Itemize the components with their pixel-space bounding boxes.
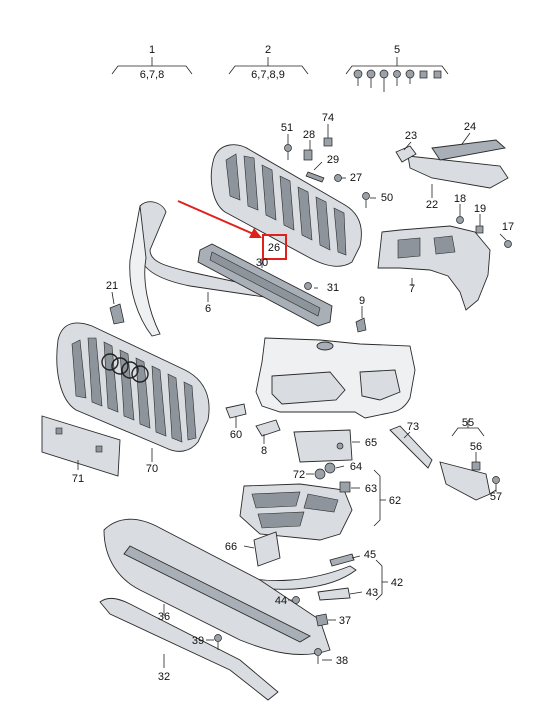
clip-63-part xyxy=(339,481,351,493)
clip-74-icon xyxy=(323,137,333,147)
highlight-arrow xyxy=(177,200,262,238)
bumper-trim-part xyxy=(129,201,327,337)
callout-50: 50 xyxy=(381,192,393,204)
main-grille-part xyxy=(56,322,210,452)
screw-51-icon xyxy=(284,144,292,160)
underbody-panel-part xyxy=(103,518,331,655)
callout-56: 56 xyxy=(470,441,482,453)
callout-17: 17 xyxy=(502,221,514,233)
screw-38-icon xyxy=(314,648,322,664)
clip-37-icon xyxy=(315,613,329,627)
license-plate-bracket-part xyxy=(41,415,121,477)
insert-grille-part xyxy=(239,483,353,541)
callout-6: 6 xyxy=(205,303,211,315)
callout-18: 18 xyxy=(454,193,466,205)
callout-27: 27 xyxy=(350,172,362,184)
strip-73-part xyxy=(389,425,433,469)
brand-rings-icon xyxy=(101,353,149,383)
side-grille-55-part xyxy=(439,461,491,501)
callout-72: 72 xyxy=(293,469,305,481)
callout-5: 5 xyxy=(394,44,400,56)
callout-31: 31 xyxy=(327,282,339,294)
callout-1: 1 xyxy=(149,44,155,56)
clip-29-icon xyxy=(305,171,325,183)
callout-38: 38 xyxy=(336,655,348,667)
highlight-box-26 xyxy=(262,234,287,260)
grille-bars xyxy=(71,337,197,443)
clip-60-part xyxy=(225,403,247,419)
cap-8-part xyxy=(255,419,281,437)
header-group-5: 5 xyxy=(345,44,449,92)
callout-65: 65 xyxy=(365,437,377,449)
callout-57: 57 xyxy=(490,491,502,503)
callout-62: 62 xyxy=(389,495,401,507)
callout-55: 55 xyxy=(462,417,474,429)
screw-31-icon xyxy=(304,282,312,290)
fastener-72-icon xyxy=(314,468,326,480)
lower-grille-strip-part xyxy=(197,243,333,327)
callout-30: 30 xyxy=(256,257,268,269)
callout-64: 64 xyxy=(350,461,362,473)
callout-42: 42 xyxy=(391,577,403,589)
callout-70: 70 xyxy=(146,463,158,475)
screw-44-icon xyxy=(292,596,300,604)
fastener-64-icon xyxy=(324,462,336,474)
grille-66-part xyxy=(253,531,281,567)
callout-21: 21 xyxy=(106,280,118,292)
callout-28: 28 xyxy=(303,129,315,141)
callout-24: 24 xyxy=(464,121,476,133)
bumper-cover-part xyxy=(255,337,416,419)
callout-71: 71 xyxy=(72,473,84,485)
upper-strip-part xyxy=(395,139,509,189)
callout-60: 60 xyxy=(230,429,242,441)
screw-18-icon xyxy=(456,216,464,224)
leader-lines xyxy=(77,124,507,668)
callout-36: 36 xyxy=(158,611,170,623)
screw-17-icon xyxy=(504,240,512,248)
callout-2: 2 xyxy=(265,44,271,56)
clip-43-part xyxy=(317,587,351,601)
callout-74: 74 xyxy=(322,112,334,124)
side-bracket-part xyxy=(377,225,491,311)
callout-51: 51 xyxy=(281,122,293,134)
screw-39-icon xyxy=(214,634,222,650)
clip-9-icon xyxy=(355,317,367,333)
header-group-1: 1 6,7,8 xyxy=(111,44,193,81)
header-group-2: 2 6,7,8,9 xyxy=(228,44,309,81)
callout-23: 23 xyxy=(405,130,417,142)
screw-27-icon xyxy=(334,174,342,182)
callout-7: 7 xyxy=(409,283,415,295)
callout-22: 22 xyxy=(426,199,438,211)
fastener-set-icon xyxy=(353,69,442,92)
screw-50-icon xyxy=(362,192,370,208)
callout-43: 43 xyxy=(366,587,378,599)
callout-73: 73 xyxy=(407,421,419,433)
callout-32: 32 xyxy=(158,671,170,683)
callout-2-sub: 6,7,8,9 xyxy=(251,69,285,81)
clip-19-icon xyxy=(475,225,484,234)
clip-28-icon xyxy=(303,149,313,161)
callout-37: 37 xyxy=(339,615,351,627)
clip-21-icon xyxy=(109,303,125,325)
callouts: 74 51 28 29 27 50 23 24 22 18 19 17 26 3… xyxy=(72,112,514,683)
callout-44: 44 xyxy=(275,595,287,607)
callout-63: 63 xyxy=(365,483,377,495)
callout-66: 66 xyxy=(225,541,237,553)
upper-grille-part xyxy=(210,144,362,267)
bracket-65-part xyxy=(293,429,353,463)
callout-8: 8 xyxy=(261,445,267,457)
spoiler-lip-part xyxy=(99,597,279,701)
callout-26: 26 xyxy=(268,242,280,254)
clip-56-part xyxy=(471,461,481,471)
callout-45: 45 xyxy=(364,549,376,561)
callout-1-sub: 6,7,8 xyxy=(140,69,164,81)
callout-19: 19 xyxy=(474,203,486,215)
strip-45-part xyxy=(329,553,355,567)
screw-57-icon xyxy=(492,476,500,492)
callout-39: 39 xyxy=(192,635,204,647)
callout-9: 9 xyxy=(359,295,365,307)
callout-29: 29 xyxy=(327,154,339,166)
